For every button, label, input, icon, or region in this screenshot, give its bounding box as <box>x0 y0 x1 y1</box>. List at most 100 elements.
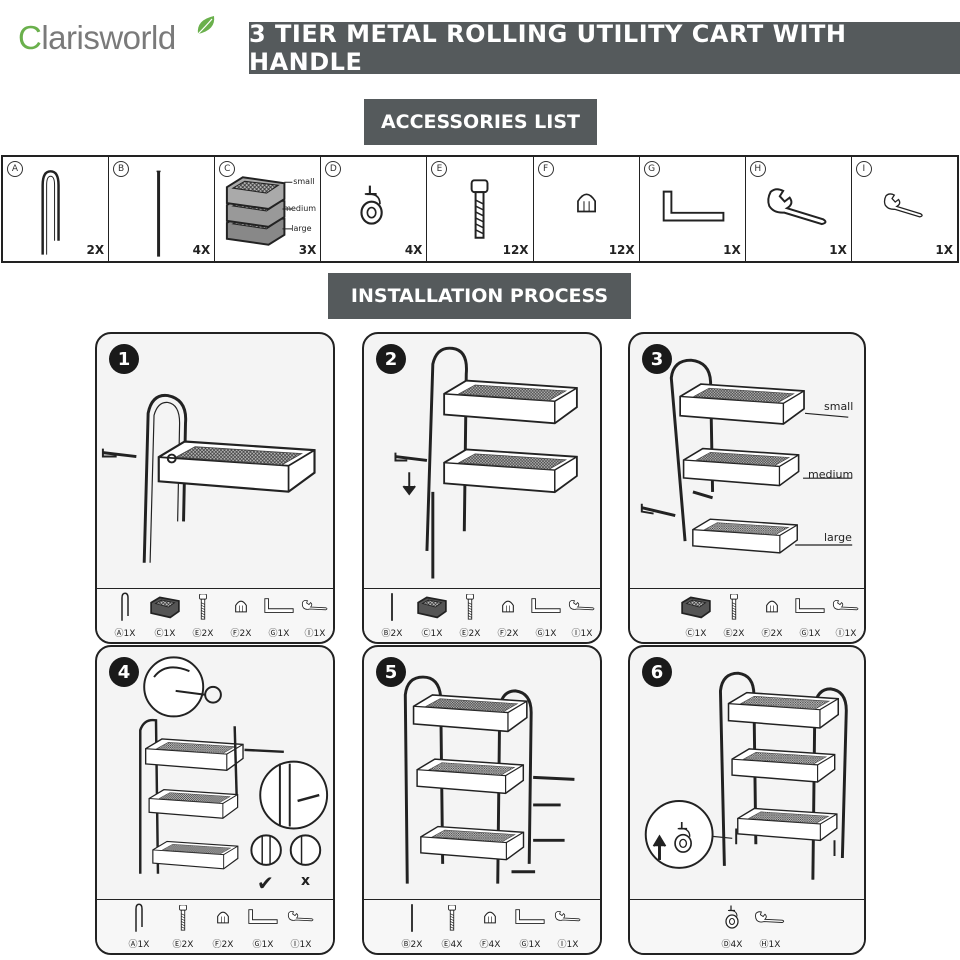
accessory-a: A 2X <box>3 157 110 261</box>
step-number: 1 <box>109 344 139 374</box>
step-2-panel: 2 Ⓑ2X Ⓒ1X Ⓔ2X Ⓕ2X Ⓖ1X Ⓘ1X <box>362 332 602 644</box>
part-label: Ⓖ1X <box>799 629 821 639</box>
part-handle: Ⓐ1X <box>103 590 147 640</box>
step-3-panel: small medium large 3 Ⓒ1X Ⓔ2X Ⓕ2X Ⓖ1X Ⓘ1X <box>628 332 866 644</box>
part-pole: Ⓑ2X <box>390 901 434 951</box>
logo-text: Clarisworld <box>18 19 176 57</box>
accessory-qty: 4X <box>404 243 423 257</box>
wrench-small-icon <box>287 910 314 922</box>
u-handle-icon <box>135 903 143 933</box>
part-label: Ⓕ2X <box>497 629 519 639</box>
part-label: Ⓖ1X <box>535 629 557 639</box>
part-wrench: Ⓘ1X <box>279 901 323 951</box>
size-label-large: large <box>291 224 312 233</box>
accessory-letter: C <box>219 161 236 177</box>
part-screw: Ⓔ2X <box>712 590 756 640</box>
part-label: Ⓒ1X <box>154 629 176 639</box>
incorrect-mark: x <box>301 873 311 889</box>
accessory-qty: 1X <box>935 243 953 257</box>
step-4-panel: ✔ x 4 Ⓐ1X Ⓔ2X Ⓕ2X Ⓖ1X Ⓘ1X <box>95 645 335 955</box>
part-wrench: Ⓘ1X <box>824 590 864 640</box>
accessory-letter: D <box>325 161 342 177</box>
part-label: Ⓕ4X <box>479 940 501 950</box>
basket-trays-icon <box>226 176 293 246</box>
part-label: Ⓔ2X <box>172 940 194 950</box>
part-basket: Ⓒ1X <box>674 590 718 640</box>
brand-logo: Clarisworld <box>18 14 218 62</box>
accessory-qty: 12X <box>502 243 529 257</box>
part-wrench: Ⓘ1X <box>560 590 600 640</box>
correct-mark: ✔ <box>257 871 274 895</box>
part-label: Ⓔ4X <box>441 940 463 950</box>
wrench-small-icon <box>832 599 859 611</box>
accessory-letter: A <box>7 161 23 177</box>
step-2-parts: Ⓑ2X Ⓒ1X Ⓔ2X Ⓕ2X Ⓖ1X Ⓘ1X <box>364 588 600 642</box>
part-nut: Ⓕ4X <box>468 901 512 951</box>
part-nut: Ⓕ2X <box>486 590 530 640</box>
part-label: Ⓔ2X <box>192 629 214 639</box>
part-label: Ⓘ1X <box>835 629 857 639</box>
part-label: Ⓖ1X <box>252 940 274 950</box>
shelf-label-large: large <box>824 531 852 544</box>
step-1-panel: 1 Ⓐ1X Ⓒ1X Ⓔ2X Ⓕ2X Ⓖ1X Ⓘ1X <box>95 332 335 644</box>
u-handle-icon <box>41 170 60 255</box>
accessory-letter: I <box>855 161 872 177</box>
shelf-label-small: small <box>824 400 854 413</box>
part-pole: Ⓑ2X <box>370 590 414 640</box>
part-label: Ⓖ1X <box>519 940 541 950</box>
installation-heading: INSTALLATION PROCESS <box>328 273 631 319</box>
page-title: 3 TIER METAL ROLLING UTILITY CART WITH H… <box>249 20 960 76</box>
accessory-letter: G <box>643 161 660 177</box>
part-basket: Ⓒ1X <box>143 590 187 640</box>
accessory-g: G 1X <box>640 157 746 261</box>
accessory-e: E 12X <box>427 157 534 261</box>
part-label: Ⓐ1X <box>114 629 136 639</box>
accessory-qty: 3X <box>298 243 317 257</box>
part-label: Ⓐ1X <box>128 940 150 950</box>
step-number: 3 <box>642 344 672 374</box>
size-label-medium: medium <box>283 204 317 213</box>
screw-icon <box>178 905 188 931</box>
accessory-qty: 2X <box>86 243 105 257</box>
step-5-parts: Ⓑ2X Ⓔ4X Ⓕ4X Ⓖ1X Ⓘ1X <box>364 899 600 953</box>
step-number: 5 <box>376 657 406 687</box>
accessory-qty: 12X <box>608 243 635 257</box>
size-label-small: small <box>293 177 315 186</box>
part-label: Ⓔ2X <box>723 629 745 639</box>
pole-icon <box>390 592 394 622</box>
part-wrench: Ⓘ1X <box>293 590 333 640</box>
step-number: 2 <box>376 344 406 374</box>
part-label: Ⓕ2X <box>230 629 252 639</box>
logo-wordmark: larisworld <box>41 19 176 56</box>
pole-icon <box>156 170 161 257</box>
part-hexkey: Ⓖ1X <box>524 590 568 640</box>
part-label: Ⓑ2X <box>401 940 423 950</box>
part-label: Ⓓ4X <box>721 940 743 950</box>
step-1-illustration <box>101 393 316 563</box>
part-basket: Ⓒ1X <box>410 590 454 640</box>
part-label: Ⓒ1X <box>685 629 707 639</box>
shelf-label-medium: medium <box>808 468 854 481</box>
part-label: Ⓕ2X <box>761 629 783 639</box>
part-screw: Ⓔ2X <box>448 590 492 640</box>
step-5-illustration <box>403 675 575 884</box>
wrench-small-icon <box>568 599 595 611</box>
accessories-list: A 2X B 4X C small medium large 3X D <box>1 155 959 263</box>
accessory-f: F 12X <box>534 157 640 261</box>
wrench-small-icon <box>554 910 581 922</box>
step-6-parts: Ⓓ4X Ⓗ1X <box>630 899 864 953</box>
part-screw: Ⓔ2X <box>181 590 225 640</box>
logo-initial: C <box>18 19 42 56</box>
part-label: Ⓖ1X <box>268 629 290 639</box>
part-hexkey: Ⓖ1X <box>788 590 832 640</box>
accessory-i: I 1X <box>852 157 957 261</box>
step-number: 6 <box>642 657 672 687</box>
step-number: 4 <box>109 657 139 687</box>
leaf-icon <box>197 16 215 35</box>
accessory-letter: B <box>113 161 130 177</box>
part-wrench: Ⓗ1X <box>748 901 792 951</box>
cap-nut-icon <box>217 911 229 924</box>
step-2-illustration <box>394 346 579 579</box>
u-handle-icon <box>121 592 129 622</box>
step-3-parts: Ⓒ1X Ⓔ2X Ⓕ2X Ⓖ1X Ⓘ1X <box>630 588 864 642</box>
